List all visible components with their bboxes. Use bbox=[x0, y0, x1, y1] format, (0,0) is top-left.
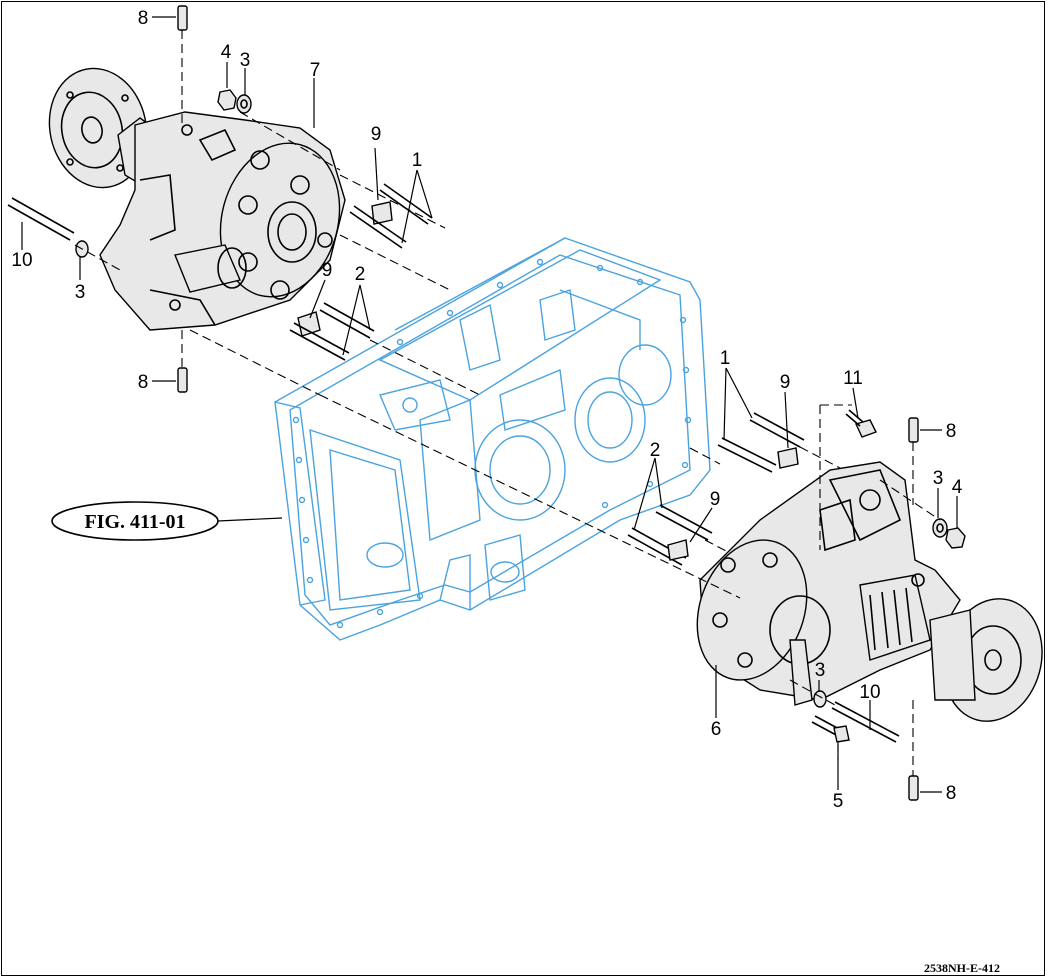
callout-2: 2 bbox=[355, 264, 366, 285]
callout-3: 3 bbox=[240, 50, 251, 71]
callout-6: 6 bbox=[711, 719, 722, 740]
studs-left-lower bbox=[289, 302, 375, 361]
callout-numbers: 8 4 3 7 9 1 10 3 9 2 8 1 9 11 8 2 9 3 4 … bbox=[11, 8, 962, 812]
callout-9: 9 bbox=[710, 489, 721, 510]
washer-left-top bbox=[236, 94, 252, 114]
nut-left bbox=[217, 89, 237, 111]
callout-3: 3 bbox=[815, 660, 826, 681]
callout-10: 10 bbox=[11, 250, 32, 271]
callout-3: 3 bbox=[933, 468, 944, 489]
callout-8: 8 bbox=[138, 8, 149, 29]
callout-leaders bbox=[21, 16, 958, 793]
document-id: 2538NH-E-412 bbox=[924, 961, 1000, 975]
callout-8: 8 bbox=[946, 421, 957, 442]
callout-9: 9 bbox=[780, 372, 791, 393]
callout-11: 11 bbox=[843, 368, 863, 389]
dowel-right-lower bbox=[667, 539, 689, 561]
figure-reference[interactable]: FIG. 411-01 bbox=[51, 501, 283, 541]
callout-1: 1 bbox=[720, 348, 731, 369]
dowel-pin-bottom-left bbox=[177, 367, 188, 393]
callout-5: 5 bbox=[833, 791, 844, 812]
callout-3: 3 bbox=[75, 282, 86, 303]
callout-7: 7 bbox=[310, 60, 321, 81]
callout-1: 1 bbox=[412, 150, 423, 171]
transmission-housing[interactable] bbox=[274, 237, 711, 641]
studs-right-lower bbox=[627, 504, 713, 566]
left-final-drive-assembly[interactable] bbox=[39, 59, 357, 331]
dowel-left-upper bbox=[371, 201, 393, 225]
dowel-pin-top-right bbox=[908, 417, 919, 443]
callout-8: 8 bbox=[138, 372, 149, 393]
assembly-lines bbox=[74, 30, 941, 776]
dowel-left-lower bbox=[297, 311, 321, 337]
callout-9: 9 bbox=[322, 260, 333, 281]
bolt-right-long bbox=[831, 701, 900, 743]
callout-8: 8 bbox=[946, 783, 957, 804]
right-hardware[interactable] bbox=[627, 409, 966, 801]
dowel-right-upper bbox=[777, 447, 799, 469]
left-hardware[interactable] bbox=[7, 5, 433, 393]
callout-10: 10 bbox=[859, 682, 880, 703]
studs-right-upper bbox=[717, 412, 805, 473]
bolt-left bbox=[7, 197, 75, 241]
callout-4: 4 bbox=[221, 42, 232, 63]
bolt-head-right-top bbox=[855, 419, 877, 438]
figure-reference-label[interactable]: FIG. 411-01 bbox=[84, 511, 185, 533]
callout-2: 2 bbox=[650, 440, 661, 461]
dowel-pin-bottom-right bbox=[908, 775, 919, 801]
callout-9: 9 bbox=[371, 124, 382, 145]
studs-left-upper bbox=[349, 183, 433, 249]
washer-right-bottom bbox=[813, 690, 827, 708]
callout-4: 4 bbox=[952, 477, 963, 498]
dowel-pin-top-left bbox=[177, 5, 188, 31]
right-final-drive-assembly[interactable] bbox=[679, 461, 1048, 732]
washer-right bbox=[932, 518, 948, 538]
nut-right bbox=[945, 527, 966, 549]
